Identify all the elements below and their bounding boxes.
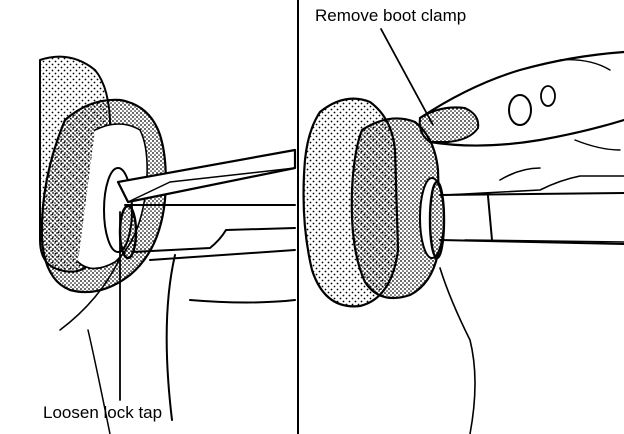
right-housing	[439, 167, 624, 434]
right-boot-front	[350, 117, 442, 300]
pliers-upper-handle	[418, 50, 624, 120]
right-shaft	[439, 192, 624, 245]
left-lock-band	[118, 204, 138, 260]
label-loosen-lock-tap: Loosen lock tap	[43, 403, 163, 422]
screwdriver-edge	[127, 167, 296, 203]
right-boot-clamp	[428, 180, 446, 260]
label-remove-boot-clamp: Remove boot clamp	[315, 6, 467, 25]
leader-remove-boot-clamp	[380, 28, 434, 126]
left-panel	[39, 55, 297, 434]
pliers-grip-detail	[559, 59, 621, 151]
pliers-lower-handle	[428, 118, 624, 147]
pliers-pivot-hole-2	[540, 85, 556, 107]
left-shaft	[124, 204, 296, 253]
pliers-pivot-hole	[508, 94, 532, 126]
pliers-jaw	[418, 106, 480, 143]
right-panel	[302, 28, 624, 434]
